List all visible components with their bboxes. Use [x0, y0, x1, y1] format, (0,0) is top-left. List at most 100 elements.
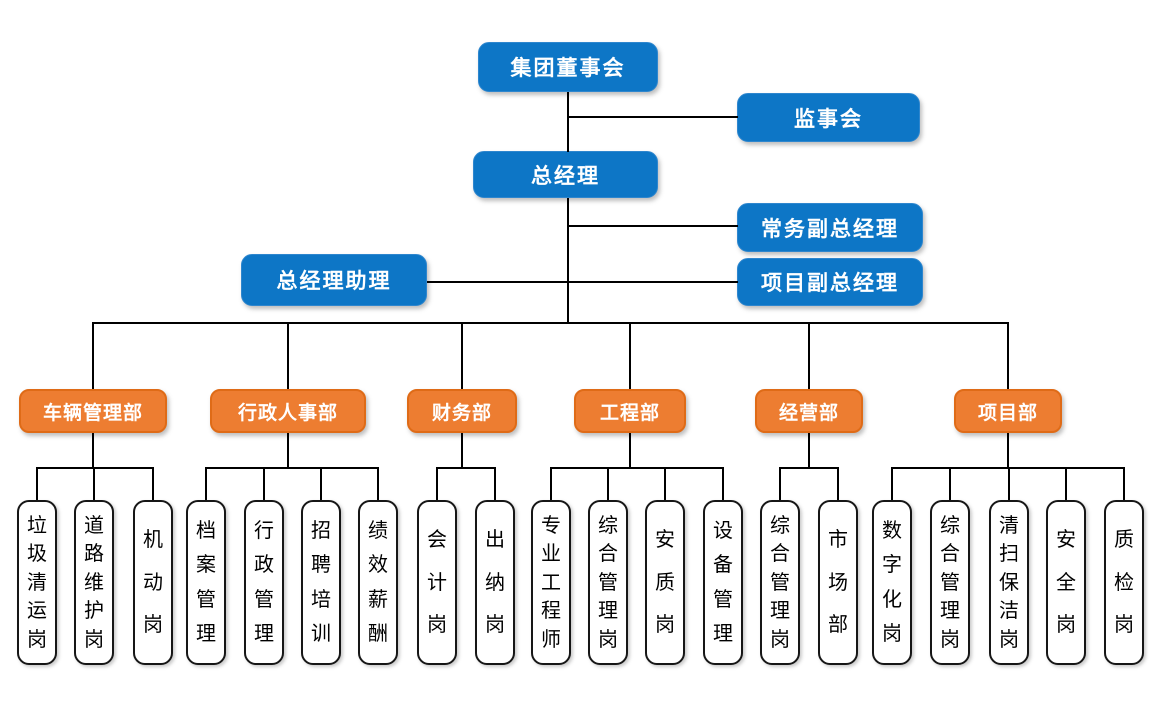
- position-label-char: 理: [770, 600, 790, 622]
- connector-sub-bus: [551, 467, 723, 469]
- position-label-char: 扫: [999, 543, 1019, 565]
- connector-position-drop: [36, 467, 38, 500]
- position-label-char: 管: [196, 588, 216, 611]
- connector-sub-bus: [780, 467, 838, 469]
- connector-position-drop: [607, 467, 609, 500]
- position-label-char: 岗: [655, 614, 675, 637]
- position-label-char: 市: [828, 528, 848, 551]
- connector-dept-stem: [629, 433, 631, 467]
- connector-position-drop: [1065, 467, 1067, 500]
- position-label-char: 理: [940, 600, 960, 622]
- connector-assistant-to-project-deputy: [427, 281, 738, 283]
- position-label-char: 合: [598, 543, 618, 565]
- position-label-char: 培: [311, 588, 331, 611]
- connector-dept-drop: [1007, 322, 1009, 389]
- position-label-char: 管: [770, 571, 790, 594]
- position-node-3-2: 安质岗: [645, 500, 685, 665]
- connector-dept-drop: [461, 322, 463, 389]
- position-node-1-1: 行政管理: [244, 500, 284, 665]
- position-label-char: 动: [143, 571, 163, 594]
- connector-dept-stem: [1007, 433, 1009, 467]
- position-label-char: 岗: [485, 614, 505, 637]
- connector-board-to-gm: [567, 92, 569, 152]
- position-node-2-1: 出纳岗: [475, 500, 515, 665]
- position-label-char: 理: [254, 622, 274, 645]
- department-node-0: 车辆管理部: [19, 389, 167, 433]
- department-label: 经营部: [778, 402, 839, 424]
- position-node-3-1: 综合管理岗: [588, 500, 628, 665]
- connector-position-drop: [320, 467, 322, 500]
- position-label-char: 岗: [940, 628, 960, 651]
- connector-dept-drop: [808, 322, 810, 389]
- position-label-char: 工: [541, 571, 561, 594]
- node-project-deputy-gm: 项目副总经理: [737, 258, 923, 306]
- position-label-char: 检: [1114, 571, 1134, 594]
- position-label-char: 部: [828, 614, 848, 637]
- position-label-char: 档: [196, 520, 216, 543]
- connector-position-drop: [891, 467, 893, 500]
- position-node-4-0: 综合管理岗: [760, 500, 800, 665]
- connector-position-drop: [1123, 467, 1125, 500]
- position-label-char: 理: [196, 622, 216, 645]
- position-node-5-2: 清扫保洁岗: [989, 500, 1029, 665]
- connector-position-drop: [494, 467, 496, 500]
- position-label-char: 管: [598, 571, 618, 594]
- department-node-3: 工程部: [574, 389, 686, 433]
- position-label-char: 全: [1056, 571, 1076, 594]
- position-label-char: 圾: [27, 543, 47, 565]
- position-label-char: 师: [541, 628, 561, 651]
- node-general-manager-label: 总经理: [531, 164, 600, 188]
- position-label-char: 机: [143, 528, 163, 551]
- position-label-char: 保: [999, 571, 1019, 594]
- connector-position-drop: [377, 467, 379, 500]
- node-group-board-label: 集团董事会: [510, 57, 626, 80]
- position-label-char: 运: [27, 600, 47, 622]
- position-node-5-3: 安全岗: [1046, 500, 1086, 665]
- position-label-char: 字: [882, 554, 902, 577]
- department-node-2: 财务部: [407, 389, 517, 433]
- position-label-char: 岗: [427, 614, 447, 637]
- position-label-char: 理: [713, 622, 733, 645]
- position-label-char: 化: [882, 588, 902, 611]
- department-label: 项目部: [977, 402, 1038, 424]
- position-label-char: 合: [940, 543, 960, 565]
- department-label: 行政人事部: [237, 402, 338, 424]
- connector-position-drop: [263, 467, 265, 500]
- position-node-2-0: 会计岗: [417, 500, 457, 665]
- position-label-char: 管: [254, 588, 274, 611]
- connector-dept-stem: [287, 433, 289, 467]
- position-node-1-3: 绩效薪酬: [358, 500, 398, 665]
- position-label-char: 行: [254, 520, 274, 543]
- position-label-char: 道: [84, 514, 104, 537]
- position-label-char: 设: [713, 520, 733, 543]
- position-label-char: 专: [541, 514, 561, 537]
- position-label-char: 岗: [1056, 614, 1076, 637]
- position-label-char: 垃: [27, 514, 47, 537]
- position-label-char: 出: [485, 528, 505, 551]
- position-label-char: 管: [940, 571, 960, 594]
- connector-position-drop: [436, 467, 438, 500]
- position-label-char: 薪: [368, 588, 388, 611]
- position-node-3-0: 专业工程师: [531, 500, 571, 665]
- position-label-char: 质: [1114, 528, 1134, 551]
- position-label-char: 质: [655, 571, 675, 594]
- position-label-char: 效: [368, 554, 388, 577]
- position-node-5-4: 质检岗: [1104, 500, 1144, 665]
- node-executive-deputy-gm-label: 常务副总经理: [761, 217, 899, 241]
- connector-sub-bus: [437, 467, 495, 469]
- position-label-char: 安: [1056, 528, 1076, 551]
- position-label-char: 安: [655, 528, 675, 551]
- connector-dept-drop: [287, 322, 289, 389]
- position-label-char: 计: [427, 571, 447, 594]
- connector-dept-stem: [808, 433, 810, 467]
- position-node-3-3: 设备管理: [703, 500, 743, 665]
- position-label-char: 数: [882, 520, 902, 543]
- node-executive-deputy-gm: 常务副总经理: [737, 203, 923, 252]
- connector-gm-trunk: [567, 198, 569, 324]
- department-label: 财务部: [431, 402, 492, 424]
- node-gm-assistant: 总经理助理: [241, 254, 427, 306]
- position-label-char: 岗: [27, 628, 47, 651]
- connector-sub-bus: [206, 467, 378, 469]
- position-label-char: 综: [940, 514, 960, 537]
